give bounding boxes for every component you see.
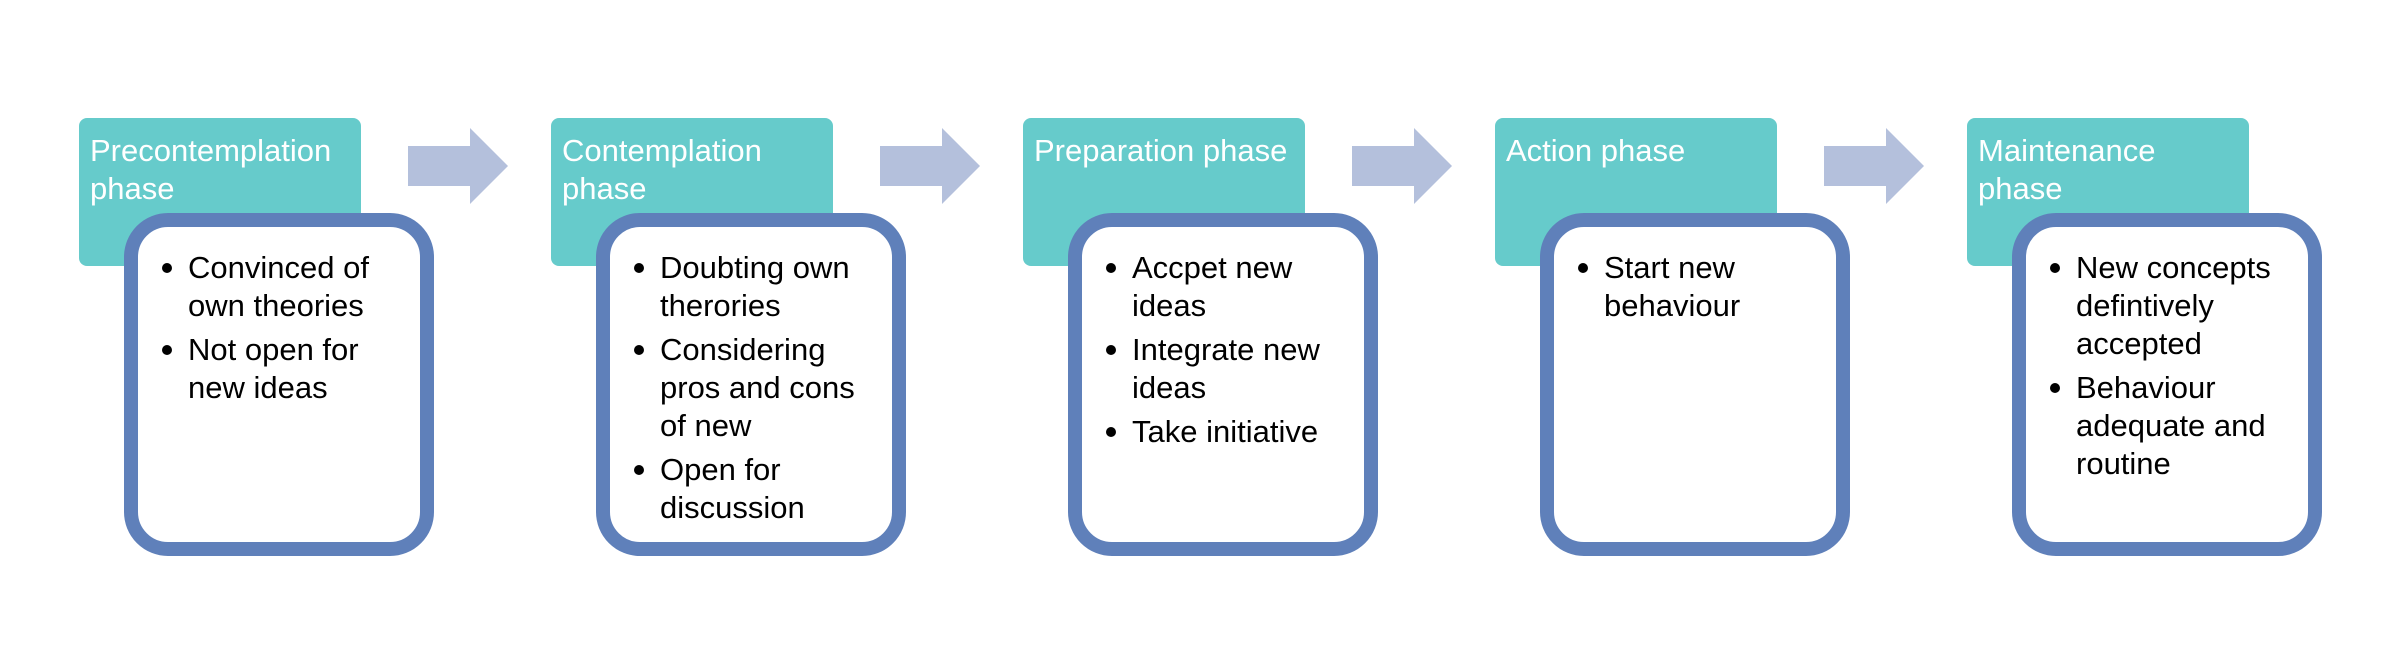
phase-contemplation: Contemplation phase Doubting own therori… bbox=[551, 118, 991, 568]
arrow-right-icon bbox=[408, 128, 508, 204]
phase-description-box: Doubting own therories Considering pros … bbox=[596, 213, 906, 556]
list-item: Doubting own therories bbox=[630, 249, 874, 325]
list-item: New concepts defintively accepted bbox=[2046, 249, 2290, 363]
arrow-right-icon bbox=[1824, 128, 1924, 204]
list-item: Integrate new ideas bbox=[1102, 331, 1346, 407]
phase-description-box: Convinced of own theories Not open for n… bbox=[124, 213, 434, 556]
list-item: Accpet new ideas bbox=[1102, 249, 1346, 325]
phase-precontemplation: Precontemplation phase Convinced of own … bbox=[79, 118, 519, 568]
list-item: Behaviour adequate and routine bbox=[2046, 369, 2290, 483]
arrow-right-icon bbox=[880, 128, 980, 204]
list-item: Not open for new ideas bbox=[158, 331, 402, 407]
phase-description-box: Start new behaviour bbox=[1540, 213, 1850, 556]
list-item: Convinced of own theories bbox=[158, 249, 402, 325]
list-item: Considering pros and cons of new bbox=[630, 331, 874, 445]
phase-preparation: Preparation phase Accpet new ideas Integ… bbox=[1023, 118, 1463, 568]
list-item: Open for discussion bbox=[630, 451, 874, 527]
phase-action: Action phase Start new behaviour bbox=[1495, 118, 1935, 568]
arrow-right-icon bbox=[1352, 128, 1452, 204]
list-item: Start new behaviour bbox=[1574, 249, 1818, 325]
phase-description-box: New concepts defintively accepted Behavi… bbox=[2012, 213, 2322, 556]
phase-maintenance: Maintenance phase New concepts defintive… bbox=[1967, 118, 2394, 568]
phase-description-box: Accpet new ideas Integrate new ideas Tak… bbox=[1068, 213, 1378, 556]
list-item: Take initiative bbox=[1102, 413, 1346, 451]
